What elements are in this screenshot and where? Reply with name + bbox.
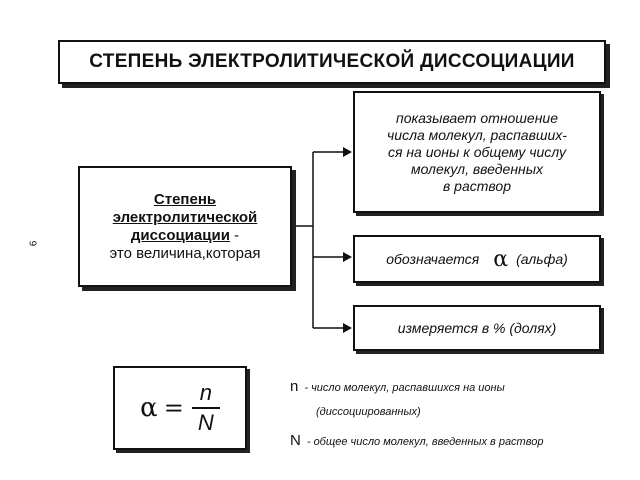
term-dash: - <box>229 226 240 244</box>
legend-N-text: - общее число молекул, введенных в раств… <box>306 436 544 448</box>
diagram-title: СТЕПЕНЬ ЭЛЕКТРОЛИТИЧЕСКОЙ ДИССОЦИАЦИИ <box>89 51 575 72</box>
branch-ratio-line-3: ся на ионы к общему числу <box>387 143 567 160</box>
branch-symbol-suffix: (альфа) <box>516 251 568 267</box>
title-box: СТЕПЕНЬ ЭЛЕКТРОЛИТИЧЕСКОЙ ДИССОЦИАЦИИ <box>58 40 606 84</box>
alpha-symbol: α <box>493 246 509 272</box>
branch-symbol-text: обозначается <box>386 251 480 267</box>
formula-alpha: α <box>140 393 158 423</box>
legend-n-note: (диссоциированных) <box>316 406 421 418</box>
term-line-1: Степень <box>153 190 217 208</box>
legend-N-symbol: N <box>290 432 301 449</box>
branch-ratio-line-4: молекул, введенных <box>410 160 544 177</box>
branch-ratio-box: показывает отношение числа молекул, расп… <box>353 91 601 213</box>
term-line-2: электролитической <box>112 208 258 226</box>
legend-n: n - число молекул, распавшихся на ионы <box>290 378 505 395</box>
definition-text: это величина,которая <box>109 244 261 262</box>
arrowhead-1 <box>343 147 352 157</box>
page-margin-mark: 6 <box>28 240 40 247</box>
formula-box: α = n N <box>113 366 247 450</box>
branch-units-text: измеряется в % (долях) <box>397 320 557 336</box>
formula-equals: = <box>163 394 184 422</box>
fraction-bar <box>191 407 220 409</box>
term-line-3: диссоциации - <box>131 227 239 245</box>
legend-n-note-text: (диссоциированных) <box>316 406 421 418</box>
formula-fraction: n N <box>191 380 220 435</box>
branch-units-box: измеряется в % (долях) <box>353 305 601 351</box>
arrowhead-3 <box>343 323 352 333</box>
branch-ratio-line-5: в раствор <box>442 177 511 194</box>
legend-n-symbol: n <box>290 378 299 395</box>
legend-n-text: - число молекул, распавшихся на ионы <box>304 382 505 394</box>
formula-numerator: n <box>199 380 212 405</box>
branch-ratio-line-1: показывает отношение <box>396 109 558 126</box>
term-line-3-text: диссоциации <box>130 226 230 244</box>
formula-denominator: N <box>197 410 214 435</box>
branch-ratio-line-2: числа молекул, распавших- <box>387 126 567 143</box>
legend-N: N - общее число молекул, введенных в раст… <box>290 432 543 449</box>
branch-symbol-box: обозначается α (альфа) <box>353 235 601 283</box>
definition-box: Степень электролитической диссоциации - … <box>78 166 292 287</box>
arrowhead-2 <box>343 252 352 262</box>
